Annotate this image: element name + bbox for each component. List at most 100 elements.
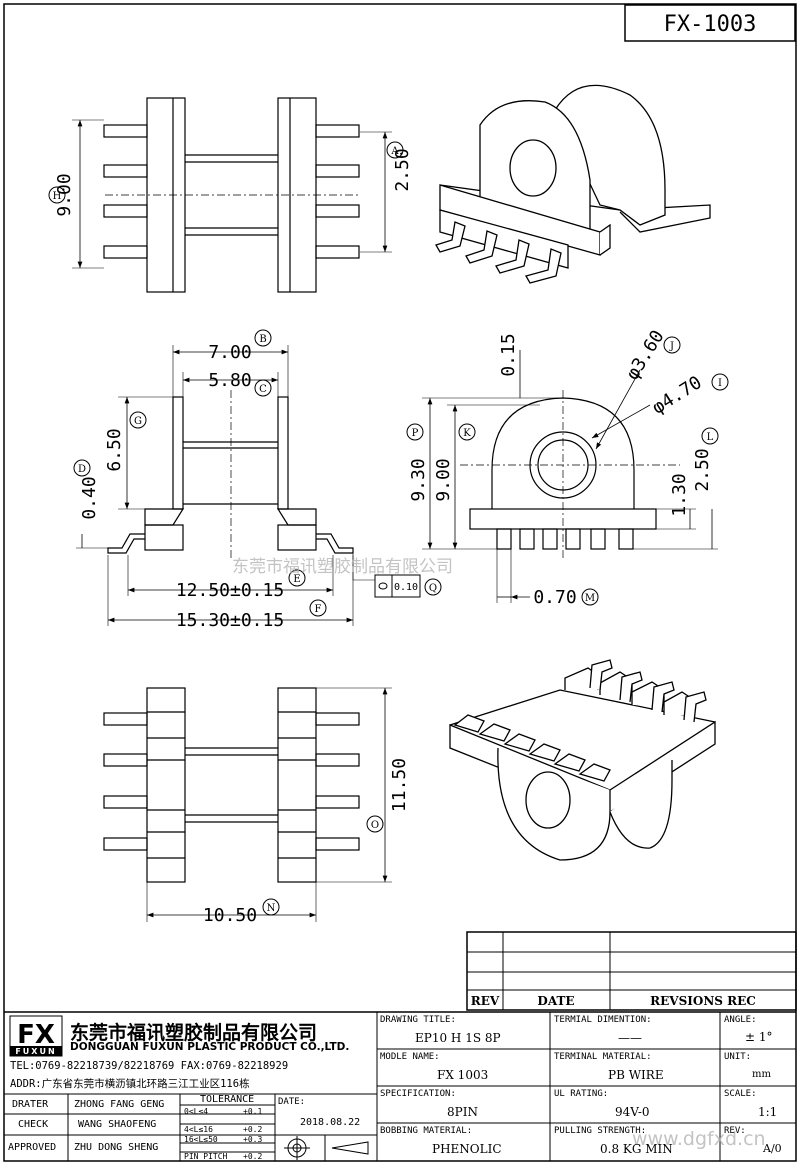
tolerance-row-1-value: +0.1	[243, 1107, 263, 1116]
dim-L-value: 2.50	[692, 448, 713, 491]
marker-K-circle	[458, 423, 476, 441]
tolerance-row-1-range: 0<L≤4	[184, 1107, 209, 1116]
tolerance-title: TOLERANCE	[200, 1094, 255, 1105]
rev-header-rev: REV	[471, 994, 500, 1008]
marker-C: C	[259, 384, 267, 395]
check-name: WANG SHAOFENG	[78, 1119, 157, 1130]
marker-P-circle	[406, 423, 424, 441]
marker-Q: Q	[429, 583, 437, 594]
bobbin-material-label: BOBBING MATERIAL:	[380, 1126, 473, 1136]
rev-value: A/0	[763, 1142, 782, 1155]
dim-G-value: 6.50	[104, 428, 125, 471]
marker-O: O	[371, 820, 379, 831]
company-name-en: DONGGUAN FUXUN PLASTIC PRODUCT CO.,LTD.	[70, 1041, 350, 1053]
logo-sub-band	[10, 1046, 62, 1056]
marker-J-circle	[663, 336, 681, 354]
approved-name: ZHU DONG SHENG	[74, 1142, 159, 1153]
dim-E-value: 12.50±0.15	[176, 580, 284, 601]
marker-K: K	[463, 428, 471, 439]
angle-label: ANGLE:	[724, 1015, 757, 1025]
terminal-material-value: PB WIRE	[608, 1068, 664, 1082]
date-value: 2018.08.22	[300, 1117, 361, 1128]
dim-B-value: 7.00	[208, 342, 251, 363]
marker-M-circle	[581, 588, 599, 606]
bobbin-material-value: PHENOLIC	[432, 1142, 502, 1156]
tolerance-row-3-value: +0.3	[243, 1135, 263, 1144]
dim-C-value: 5.80	[208, 370, 251, 391]
tolerance-row-3-range: 16<L≤50	[184, 1135, 218, 1144]
marker-L: L	[707, 432, 714, 443]
outer-frame	[3, 3, 797, 1162]
bottom-view	[103, 687, 392, 922]
marker-B: B	[259, 334, 266, 345]
top-view	[72, 97, 392, 293]
marker-P: P	[412, 428, 419, 439]
marker-C-circle	[254, 379, 272, 397]
unit-label: UNIT:	[724, 1052, 752, 1062]
terminal-material-label: TERMINAL MATERIAL:	[554, 1052, 652, 1062]
tolerance-row-4-range: PIN PITCH	[184, 1152, 228, 1161]
part-number: FX-1003	[664, 12, 757, 37]
logo-text: FX	[17, 1020, 55, 1050]
rev-label: REV:	[724, 1126, 746, 1136]
revision-table	[466, 931, 797, 1011]
dim-pin-height-value: 1.30	[669, 473, 690, 516]
pulling-strength-label: PULLING STRENGTH:	[554, 1126, 647, 1136]
logo-sub: FUXUN	[15, 1047, 56, 1056]
marker-H-circle	[48, 186, 66, 204]
marker-F-circle	[309, 599, 327, 617]
pulling-strength-value: 0.8 KG MIN	[600, 1142, 673, 1156]
marker-D-circle	[73, 459, 91, 477]
model-label: MODLE NAME:	[380, 1052, 440, 1062]
marker-A-circle	[386, 141, 404, 159]
marker-E-circle	[288, 569, 306, 587]
drawing-title-value: EP10 H 1S 8P	[415, 1031, 501, 1045]
tolerance-row-2-range: 4<L≤16	[184, 1125, 213, 1134]
drater-name: ZHONG FANG GENG	[74, 1099, 165, 1110]
marker-N-circle	[262, 898, 280, 916]
marker-G: G	[134, 416, 142, 427]
approved-label: APPROVED	[8, 1142, 57, 1153]
marker-J: J	[669, 341, 674, 352]
marker-O-circle	[366, 815, 384, 833]
terminal-dim-value: ——	[618, 1031, 642, 1045]
dim-D-value: 0.40	[79, 476, 100, 519]
ul-rating-value: 94V-0	[615, 1105, 650, 1119]
dim-top-value: 0.15	[498, 333, 519, 376]
front-view	[422, 350, 718, 603]
marker-I-circle	[711, 373, 729, 391]
marker-F: F	[315, 604, 322, 615]
check-label: CHECK	[18, 1119, 49, 1130]
specification-label: SPECIFICATION:	[380, 1089, 456, 1099]
drater-label: DRATER	[12, 1099, 49, 1110]
marker-Q-circle	[424, 578, 442, 596]
dim-K-value: 9.00	[433, 458, 454, 501]
title-block	[4, 1011, 796, 1161]
rev-header-date: DATE	[537, 994, 574, 1008]
model-value: FX 1003	[437, 1068, 489, 1082]
angle-value: ± 1°	[745, 1030, 773, 1044]
marker-H: H	[53, 191, 62, 202]
marker-G-circle	[129, 411, 147, 429]
part-number-box	[624, 4, 796, 42]
company-tel: TEL:0769-82218739/82218769 FAX:0769-8221…	[10, 1060, 289, 1072]
date-label: DATE:	[278, 1097, 306, 1107]
rev-header-revisions: REVSIONS REC	[650, 994, 756, 1008]
tolerance-row-2-value: +0.2	[243, 1125, 263, 1134]
marker-N: N	[267, 903, 276, 914]
dim-P-value: 9.30	[408, 458, 429, 501]
company-name-cn: 东莞市福讯塑胶制品有限公司	[70, 1022, 318, 1044]
company-addr: ADDR:广东省东莞市横沥镇北环路三江工业区116栋	[10, 1078, 250, 1090]
dim-F-value: 15.30±0.15	[176, 610, 284, 631]
isometric-view-bottom	[449, 659, 716, 861]
watermark: 东莞市福讯塑胶制品有限公司	[232, 557, 453, 577]
dim-N-value: 10.50	[203, 905, 257, 926]
drawing-title-label: DRAWING TITLE:	[380, 1015, 456, 1025]
scale-value: 1:1	[758, 1105, 778, 1119]
marker-M: M	[585, 593, 595, 604]
tolerance-row-4-value: +0.2	[243, 1152, 263, 1161]
dim-Q-value: 0.10	[394, 582, 418, 593]
dim-J-value: φ3.60	[622, 327, 669, 384]
